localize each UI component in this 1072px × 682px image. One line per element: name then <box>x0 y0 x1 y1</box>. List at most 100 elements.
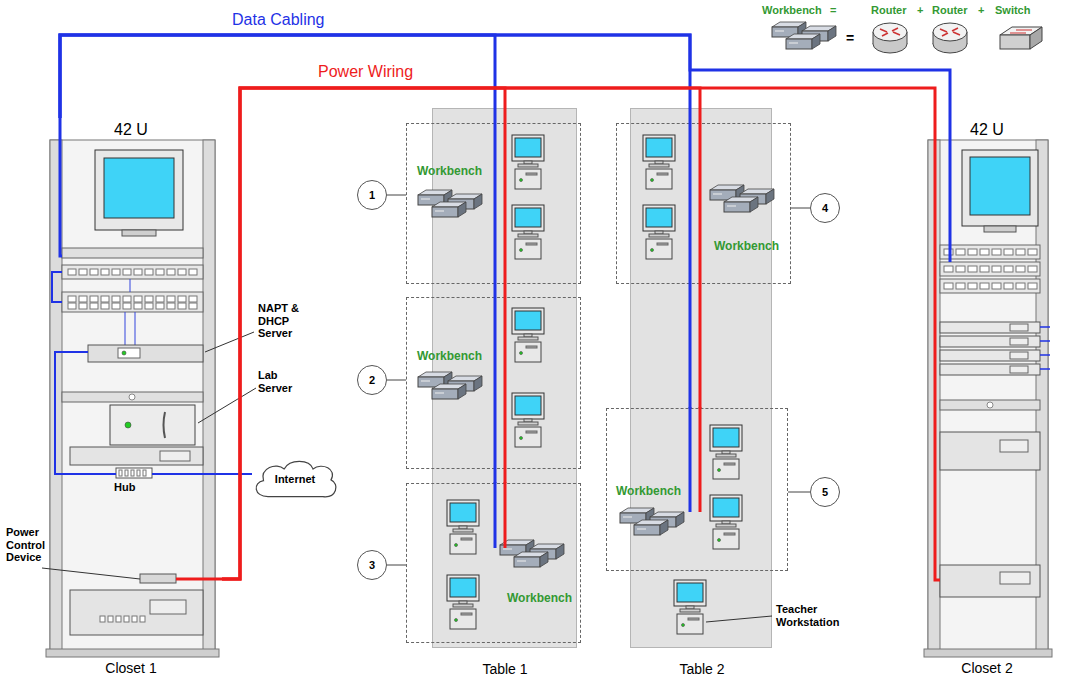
port <box>980 249 989 255</box>
port <box>992 283 1001 289</box>
workbench-group: Workbench <box>606 408 788 571</box>
monitor <box>512 205 544 231</box>
callout-number: 4 <box>810 193 840 223</box>
monitor <box>962 150 1038 226</box>
callout-number: 5 <box>822 486 828 499</box>
port <box>112 303 120 309</box>
pc-case <box>450 609 476 629</box>
pc-drive <box>657 173 668 175</box>
port <box>980 283 989 289</box>
legend-text: Router <box>871 4 906 17</box>
patch-panel <box>940 245 1040 259</box>
port <box>1028 283 1037 289</box>
wire-label: Data Cabling <box>232 11 325 29</box>
port <box>189 269 197 275</box>
pc-drive <box>526 431 537 433</box>
cloud-outline <box>256 461 336 496</box>
port <box>189 296 197 302</box>
callout-leader <box>387 380 406 381</box>
ups-unit <box>70 590 203 635</box>
shelf <box>62 392 203 402</box>
device-label: Teacher Workstation <box>776 603 856 628</box>
monitor-screen <box>515 396 541 415</box>
port <box>167 269 175 275</box>
leader-line <box>205 332 254 352</box>
port <box>90 269 98 275</box>
workbench-ports <box>421 381 430 382</box>
monitor <box>512 135 544 161</box>
port <box>124 616 129 622</box>
rack-frame <box>928 140 1048 655</box>
group-title: Workbench <box>616 485 681 499</box>
monitor-stand <box>716 454 736 457</box>
device-panel <box>1010 352 1028 359</box>
data-cable <box>60 35 495 483</box>
workbench-ports <box>435 211 444 212</box>
pc-case <box>713 459 739 479</box>
monitor-stand <box>518 422 538 425</box>
group-title: Workbench <box>507 592 572 606</box>
port <box>123 296 131 302</box>
port <box>1028 249 1037 255</box>
port <box>944 283 953 289</box>
pc-case <box>515 427 541 447</box>
data-cable <box>949 118 952 262</box>
callout-number: 3 <box>357 550 387 580</box>
workbench-ports <box>435 393 444 394</box>
workbench-device <box>676 512 684 527</box>
lab-server <box>110 405 195 445</box>
router-unit <box>940 350 1040 361</box>
device-label: Hub <box>114 481 135 494</box>
workbench-ports <box>517 561 526 562</box>
port <box>134 296 142 302</box>
port <box>131 470 134 476</box>
monitor-screen <box>104 158 174 218</box>
workbench-ports <box>775 31 784 32</box>
device-panel <box>1010 338 1028 345</box>
patch-cable <box>125 279 135 345</box>
port <box>1004 266 1013 272</box>
port <box>125 470 128 476</box>
monitor-stand <box>453 529 473 532</box>
workbench-device <box>786 39 812 49</box>
port <box>140 616 145 622</box>
monitor-screen <box>515 208 541 227</box>
monitor-stand <box>453 604 473 607</box>
workbench-device <box>660 520 668 535</box>
patch-cable <box>52 272 62 302</box>
port <box>189 303 197 309</box>
pc-led <box>520 437 523 440</box>
shelf-knob <box>987 402 993 408</box>
shelf <box>940 400 1040 410</box>
device-label: NAPT & DHCP Server <box>258 302 322 340</box>
rack-base <box>924 649 1052 657</box>
port <box>956 266 965 272</box>
server-slot <box>164 412 166 438</box>
device-unit <box>70 447 203 465</box>
port <box>156 303 164 309</box>
port <box>968 249 977 255</box>
callout-number: 1 <box>357 180 387 210</box>
monitor-stand <box>518 234 538 237</box>
pc-led <box>455 544 458 547</box>
monitor <box>95 150 183 230</box>
monitor-screen <box>450 503 476 522</box>
port <box>145 269 153 275</box>
workbench-device <box>458 202 466 217</box>
workbench-ports <box>421 199 430 200</box>
pc-led <box>682 624 685 627</box>
cloud-label: Internet <box>275 473 315 486</box>
leader-line <box>42 568 140 579</box>
router-unit <box>940 336 1040 347</box>
port <box>79 269 87 275</box>
port <box>178 303 186 309</box>
callout-leader <box>791 208 810 209</box>
patch-panel <box>940 262 1040 276</box>
pc-drive <box>461 613 472 615</box>
pc-drive <box>526 173 537 175</box>
port <box>178 269 186 275</box>
monitor-stand <box>649 234 669 237</box>
callout-number: 4 <box>822 202 828 215</box>
